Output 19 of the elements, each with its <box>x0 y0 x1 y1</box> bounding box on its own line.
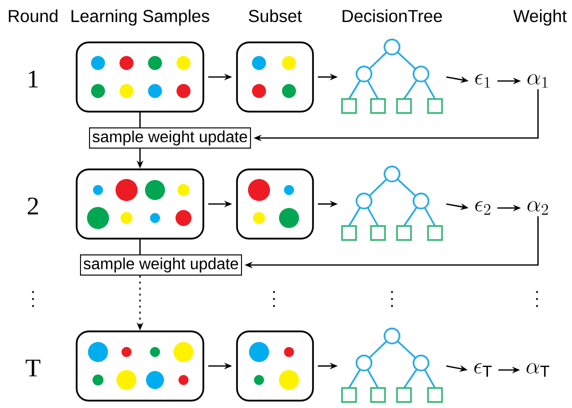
weight-symbol: $\epsilon_{2}$ <box>475 201 490 215</box>
column-header: Subset <box>248 9 302 22</box>
round-number: 1 <box>28 70 38 88</box>
update-box: sample weight update <box>89 127 251 149</box>
column-header: Weight <box>513 9 567 26</box>
decision-tree-drawing <box>341 166 443 241</box>
weight-symbol: $\alpha_{\mathrm{T}}$ <box>526 363 550 377</box>
round-number: 2 <box>28 198 38 214</box>
decision-tree-drawing <box>341 328 443 403</box>
round-number: T <box>26 360 40 376</box>
weight-symbol: $\alpha_{1}$ <box>528 74 548 88</box>
weight-symbol: $\epsilon_{\mathrm{T}}$ <box>474 363 492 377</box>
column-header: Round <box>8 9 58 22</box>
update-box: sample weight update <box>80 254 242 276</box>
decision-tree-drawing <box>341 38 443 114</box>
weight-symbol: $\alpha_{2}$ <box>528 201 548 215</box>
weight-symbol: $\epsilon_{1}$ <box>475 74 490 88</box>
column-header: Learning Samples <box>72 9 210 26</box>
column-header: DecisionTree <box>342 9 442 22</box>
